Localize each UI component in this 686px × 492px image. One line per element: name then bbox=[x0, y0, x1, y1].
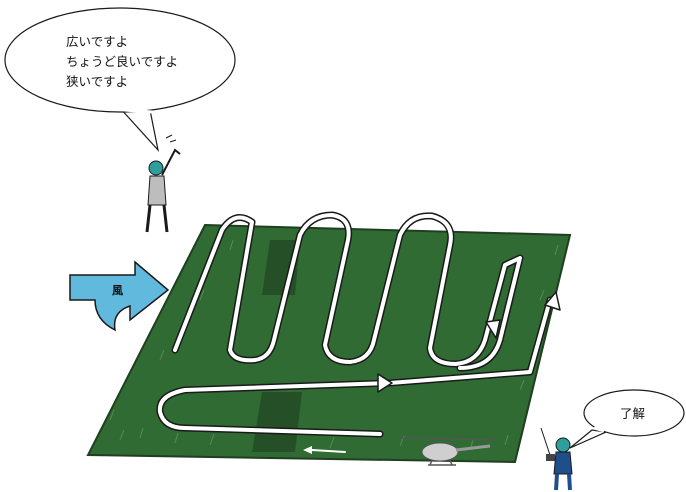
signaler-hand-motion bbox=[166, 135, 176, 142]
operator-person bbox=[541, 428, 572, 490]
operator-legs bbox=[556, 474, 570, 490]
operator-head bbox=[556, 438, 570, 452]
bubble-line-3: 狭いですよ bbox=[66, 74, 128, 89]
signaler-person bbox=[147, 135, 180, 232]
bubble-line-2: ちょうど良いですよ bbox=[66, 54, 178, 69]
signaler-legs bbox=[147, 205, 167, 232]
helicopter-body bbox=[422, 443, 458, 461]
signaler-body bbox=[148, 176, 166, 205]
wind-arrow: 風 bbox=[70, 262, 168, 330]
wind-label: 風 bbox=[112, 284, 123, 297]
operator-bubble-tail bbox=[570, 430, 606, 448]
signaler-head bbox=[149, 161, 163, 175]
signaler-speech-bubble: 広いですよ ちょうど良いですよ 狭いですよ bbox=[5, 8, 235, 150]
bubble-tail bbox=[120, 108, 158, 150]
operator-speech-bubble: 了解 bbox=[570, 390, 684, 448]
operator-antenna bbox=[541, 428, 550, 455]
signaler-arm bbox=[162, 150, 180, 175]
bubble-tail-cover bbox=[124, 110, 153, 112]
operator-bubble-text: 了解 bbox=[620, 406, 645, 421]
operator-body bbox=[554, 452, 572, 474]
operator-controller bbox=[546, 454, 555, 461]
bubble-line-1: 広いですよ bbox=[66, 34, 128, 49]
